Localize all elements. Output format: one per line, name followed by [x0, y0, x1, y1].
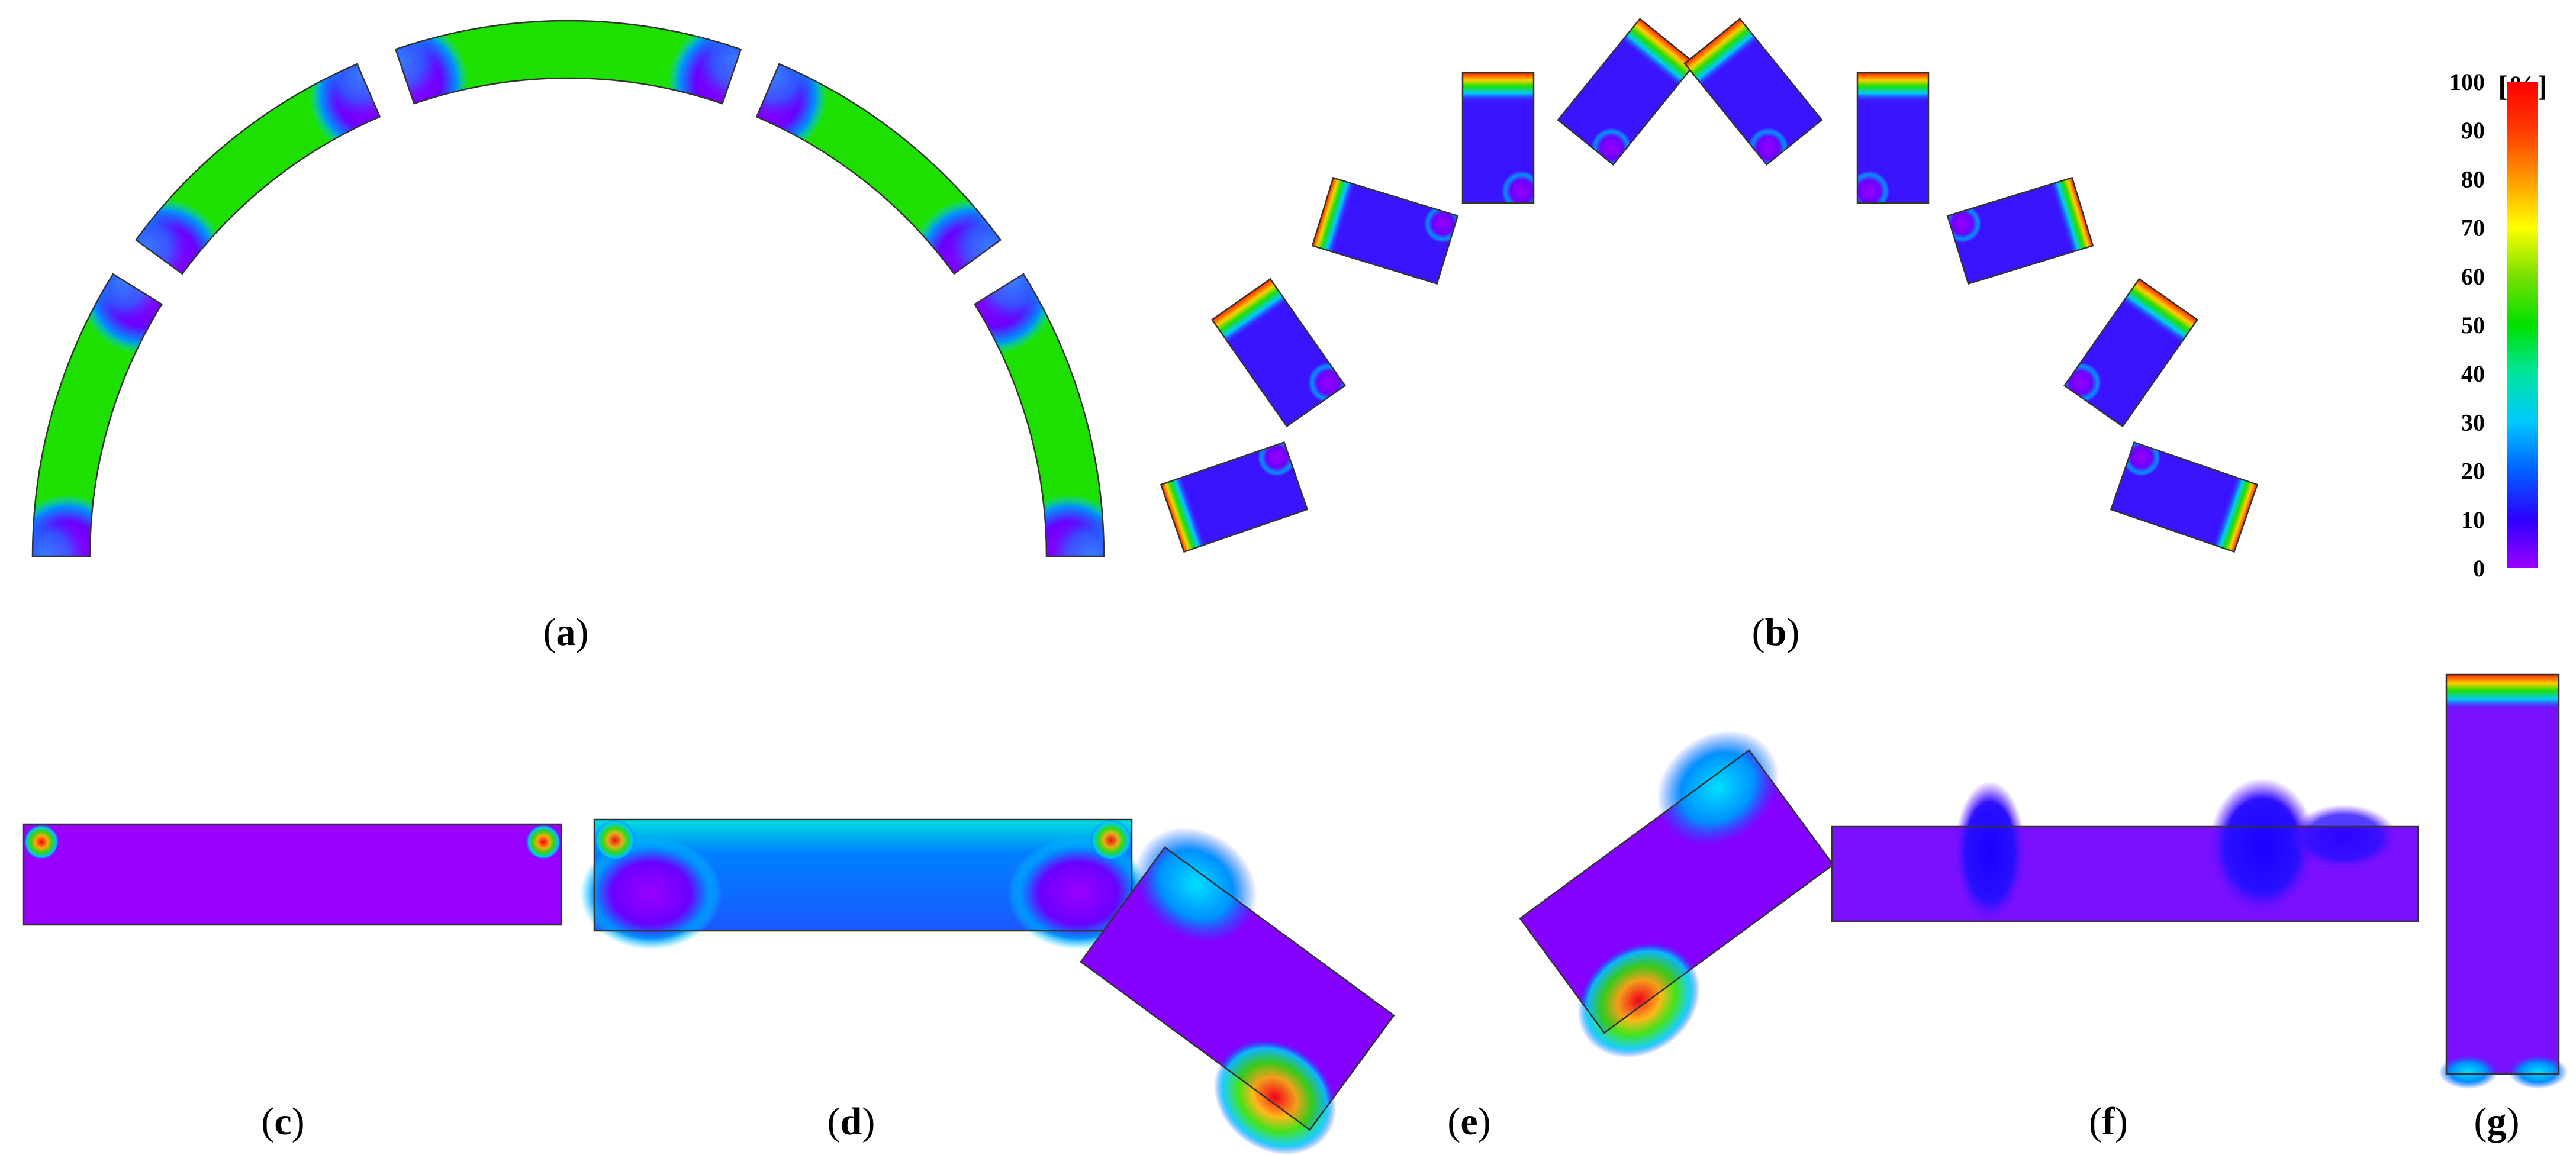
colorbar-tick-label: 70	[2461, 215, 2485, 241]
ring-block	[1311, 176, 1459, 285]
caption-b: (b)	[1752, 611, 1800, 654]
panel-c-right-hotspot	[526, 824, 561, 860]
panel-f	[1831, 778, 2419, 923]
ring-block	[1946, 176, 2094, 285]
panel-f-blue-streak-2	[2209, 778, 2316, 914]
arch-segment	[973, 273, 1105, 557]
panel-c-block	[24, 824, 561, 925]
colorbar-tick-label: 100	[2449, 69, 2485, 95]
panel-g-block	[2446, 675, 2559, 1074]
panel-e-right-block	[1519, 730, 1834, 1058]
caption-c: (c)	[261, 1100, 304, 1143]
panel-d-left-lobe	[580, 837, 722, 950]
caption-d: (d)	[827, 1100, 875, 1143]
panel-g-bottom-right-spot	[2509, 1056, 2568, 1089]
arch-segment	[31, 273, 163, 557]
colorbar-tick-label: 80	[2461, 166, 2485, 192]
ring-block	[1211, 278, 1346, 428]
caption-g: (g)	[2474, 1100, 2520, 1143]
colorbar-scale	[2507, 82, 2538, 568]
panel-d-left-hotspot	[594, 820, 636, 861]
colorbar-tick-label: 50	[2461, 312, 2485, 338]
caption-f: (f)	[2089, 1100, 2128, 1143]
ring-block	[1856, 72, 1930, 204]
caption-a: (a)	[543, 611, 589, 654]
panel-g-top-heat	[2446, 675, 2559, 710]
panel-c	[22, 823, 562, 926]
ring-block	[2110, 441, 2259, 553]
ring-block	[1683, 17, 1823, 166]
colorbar-tick-label: 20	[2461, 458, 2485, 485]
panel-b	[1160, 17, 2259, 553]
panel-g-bottom-left-spot	[2439, 1056, 2498, 1089]
arch-segment	[755, 63, 1002, 275]
caption-e: (e)	[1447, 1100, 1490, 1143]
arch-segments	[31, 20, 1105, 557]
panel-g-outline	[2445, 673, 2560, 1075]
captions: (a) (b) (c) (d) (e) (f) (g)	[261, 611, 2519, 1143]
colorbar-tick-label: 60	[2461, 263, 2485, 290]
colorbar-tick-label: 40	[2461, 360, 2485, 387]
colorbar-tick-label: 0	[2473, 555, 2485, 582]
arch-segment	[134, 63, 381, 275]
panel-g	[2439, 673, 2568, 1089]
panel-c-outline	[22, 823, 562, 926]
ring-block	[2063, 278, 2198, 428]
panel-e	[1080, 730, 1834, 1155]
colorbar-tick-label: 10	[2461, 506, 2485, 533]
panel-d	[580, 818, 1149, 950]
colorbar-tick-label: 30	[2461, 409, 2485, 435]
panel-f-blue-streak-3	[2291, 805, 2397, 870]
panel-c-left-hotspot	[24, 824, 59, 860]
block-ring	[1160, 17, 2259, 553]
panel-f-outline	[1831, 825, 2419, 922]
arch-segment	[394, 20, 742, 105]
panel-e-left-block	[1080, 827, 1395, 1155]
ring-block	[1557, 17, 1696, 166]
panel-f-blue-streak-1	[1954, 781, 2026, 923]
panel-a	[31, 20, 1105, 557]
panel-d-outline	[593, 818, 1133, 932]
ring-block	[1160, 441, 1309, 553]
colorbar-tick-label: 90	[2461, 117, 2485, 144]
panel-d-right-hotspot	[1090, 820, 1132, 861]
ring-block	[1461, 72, 1535, 204]
